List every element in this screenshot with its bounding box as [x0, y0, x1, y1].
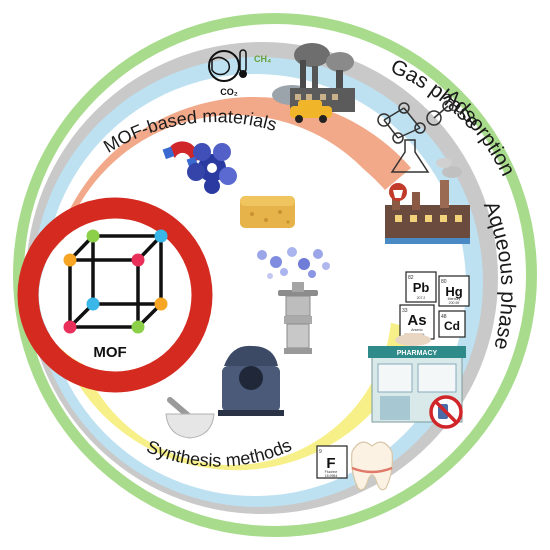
svg-text:33: 33: [402, 308, 408, 314]
ball-mill-icon: [218, 345, 284, 416]
factory-smoke-icon: [272, 43, 355, 112]
svg-text:Hg: Hg: [445, 284, 462, 299]
center-disc: [39, 219, 191, 371]
svg-text:207.2: 207.2: [417, 296, 426, 300]
svg-text:48: 48: [441, 314, 447, 320]
svg-text:F: F: [326, 455, 335, 472]
car-icon: [290, 100, 332, 123]
mortar-pestle-icon: [165, 397, 215, 439]
element-tile-cd: 48 Cd: [438, 310, 466, 338]
molecule-flask-icon: [377, 100, 454, 173]
sponge-icon: [240, 196, 295, 228]
svg-text:Arsenic: Arsenic: [411, 328, 423, 332]
svg-text:9: 9: [319, 449, 322, 455]
globe-thermometer-icon: CO₂ CH₄: [208, 49, 271, 97]
water-factory-icon: [385, 158, 470, 244]
svg-text:18.9984: 18.9984: [325, 474, 338, 478]
autoclave-icon: [278, 282, 318, 354]
center-ring: [17, 197, 213, 393]
svg-text:Fluorine: Fluorine: [325, 470, 338, 474]
svg-text:Pb: Pb: [413, 280, 430, 295]
svg-text:Cd: Cd: [444, 319, 460, 333]
element-tile-hg: 80 Hg Mercury 200.59: [438, 275, 470, 307]
svg-text:As: As: [407, 312, 426, 329]
mof-cluster-icon: [187, 143, 237, 194]
mof-node-dots: [63, 229, 168, 334]
pharmacy-icon: PHARMACY: [368, 333, 466, 423]
svg-text:Mercury: Mercury: [448, 297, 461, 301]
co2-label: CO₂: [220, 87, 238, 97]
pharmacy-sign: PHARMACY: [397, 350, 438, 357]
nanoparticles-icon: [257, 247, 330, 279]
element-tile-pb: 82 Pb 207.2: [405, 271, 437, 303]
center-label: MOF: [93, 344, 126, 361]
no-drugs-icon: [429, 395, 463, 429]
svg-text:80: 80: [441, 279, 447, 285]
tooth-icon: [351, 441, 393, 491]
svg-text:200.59: 200.59: [449, 301, 460, 305]
svg-text:82: 82: [408, 275, 414, 281]
element-tile-f: 9 F Fluorine 18.9984: [316, 445, 348, 479]
ch4-label: CH₄: [254, 54, 271, 64]
